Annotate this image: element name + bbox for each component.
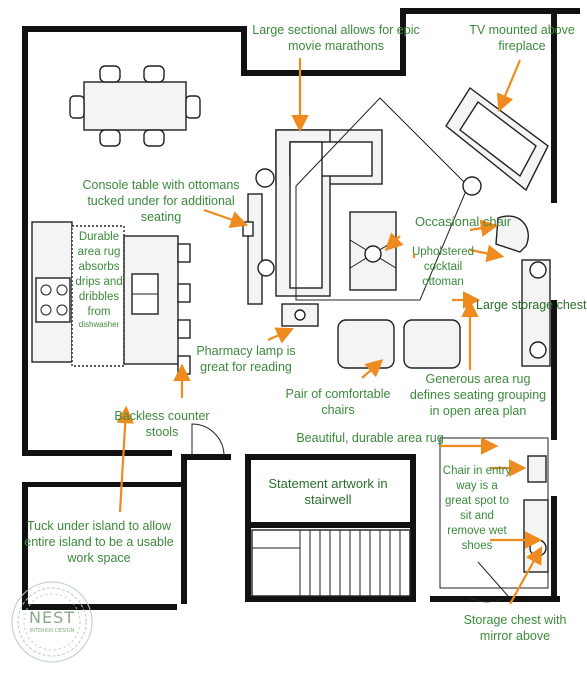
annotation-pair-of-chairs: Pair of comfortable chairs [285, 387, 391, 417]
annotation-kitchen-rug-text: Durable area rug absorbs drips and dribb… [75, 231, 123, 318]
pair-of-chairs [337, 319, 461, 369]
annotation-kitchen-rug: Durable area rug absorbs drips and dribb… [74, 230, 124, 330]
annotation-generous-rug: Generous area rug defines seating groupi… [409, 372, 547, 418]
nest-logo-wreath [11, 581, 93, 663]
annotation-tuck-island: Tuck under island to allow entire island… [24, 519, 174, 565]
dining-set [69, 65, 201, 147]
annotation-counter-stools: Backless counter stools [114, 409, 210, 439]
storage-chest [521, 259, 551, 367]
exterior-walls [22, 8, 580, 610]
interior-walls [22, 450, 416, 604]
annotation-statement-artwork: Statement artwork in stairwell [268, 476, 388, 507]
console-table [242, 168, 275, 305]
annotation-occasional-chair: Occasional chair [414, 214, 512, 229]
annotation-storage-mirror: Storage chest with mirror above [463, 613, 567, 643]
kitchen [31, 221, 191, 375]
doors [191, 423, 509, 603]
annotation-entry-chair: Chair in entry way is a great spot to si… [442, 465, 512, 552]
annotation-sectional: Large sectional allows for epic movie ma… [252, 23, 420, 53]
logo-name: NEST [28, 608, 75, 627]
annotation-arrows [116, 58, 543, 605]
cocktail-ottoman [349, 211, 397, 291]
annotation-console-table: Console table with ottomans tucked under… [82, 178, 240, 224]
sectional-sofa [275, 129, 383, 297]
living-area-rug [295, 97, 469, 301]
annotation-beautiful-rug: Beautiful, durable area rug [296, 431, 444, 445]
staircase [251, 529, 411, 597]
occasional-chair [495, 215, 529, 253]
annotation-pharmacy-lamp: Pharmacy lamp is great for reading [196, 344, 296, 374]
annotation-kitchen-rug-tail: dishwasher [78, 320, 120, 329]
annotation-cocktail-ottoman: Upholstered cocktail ottoman [411, 246, 474, 288]
fireplace [445, 86, 549, 196]
annotation-storage-chest: Large storage chest with artwork above [476, 298, 587, 312]
logo-tagline: INTERIOR DESIGN [29, 628, 75, 634]
annotation-tv: TV mounted above fireplace [469, 23, 575, 53]
pharmacy-lamp [281, 303, 319, 327]
